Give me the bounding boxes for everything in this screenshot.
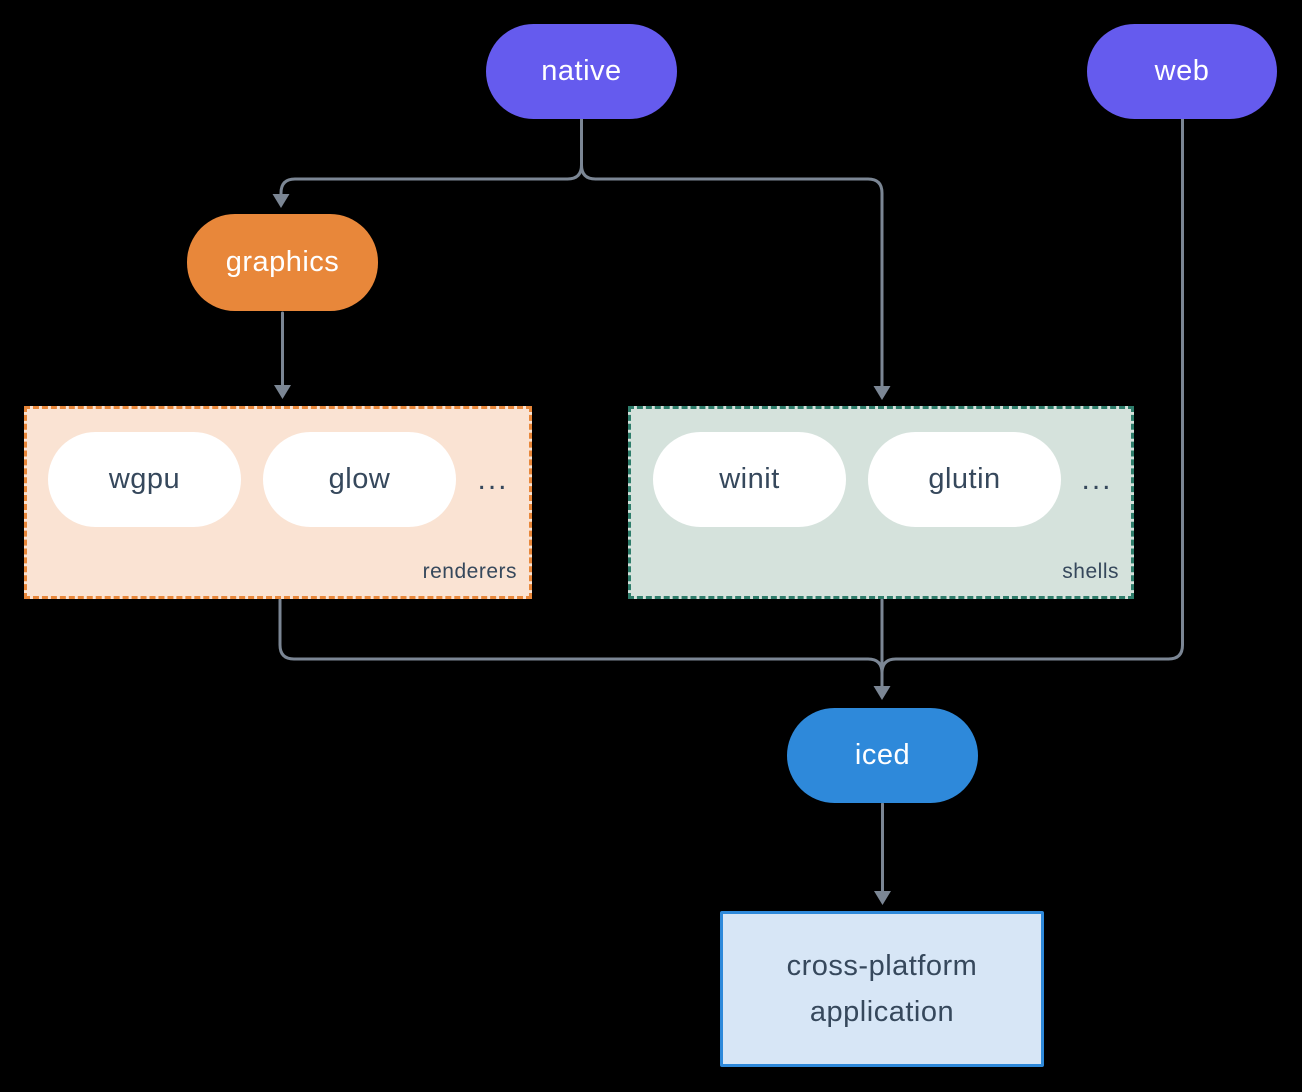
node-native-label: native: [541, 55, 622, 87]
node-glutin-label: glutin: [928, 463, 1001, 495]
arrowhead-graphics: [272, 194, 290, 208]
node-wgpu-label: wgpu: [108, 463, 181, 495]
app-label-line2: application: [809, 996, 955, 1028]
renderers-group-label: renderers: [422, 560, 517, 583]
edge-renderers-to-merge: [278, 598, 884, 675]
arrowhead-app: [874, 891, 891, 905]
node-iced: iced: [787, 708, 978, 803]
node-glutin: glutin: [868, 432, 1061, 527]
node-native: native: [486, 24, 677, 119]
group-renderers: wgpu glow ... renderers: [24, 406, 532, 599]
node-web: web: [1087, 24, 1277, 119]
node-winit-label: winit: [719, 463, 780, 495]
edge-native-to-graphics: [279, 117, 583, 200]
renderers-ellipsis: ...: [477, 462, 509, 496]
shells-group-label: shells: [1062, 560, 1119, 583]
arrowhead-renderers: [274, 385, 291, 399]
shells-ellipsis: ...: [1081, 462, 1113, 496]
app-label-line1: cross-platform: [786, 950, 978, 982]
edge-native-to-shells: [580, 117, 884, 391]
node-graphics: graphics: [187, 214, 378, 311]
node-web-label: web: [1154, 55, 1210, 87]
node-cross-platform-application: cross-platform application: [720, 911, 1044, 1067]
node-glow-label: glow: [328, 463, 391, 495]
arrowhead-iced: [873, 686, 891, 700]
node-glow: glow: [263, 432, 456, 527]
node-iced-label: iced: [854, 739, 911, 771]
node-wgpu: wgpu: [48, 432, 241, 527]
edge-web-to-merge: [880, 117, 1184, 675]
group-shells: winit glutin ... shells: [628, 406, 1134, 599]
node-graphics-label: graphics: [225, 246, 340, 278]
node-winit: winit: [653, 432, 846, 527]
arrowhead-shells: [873, 386, 891, 400]
